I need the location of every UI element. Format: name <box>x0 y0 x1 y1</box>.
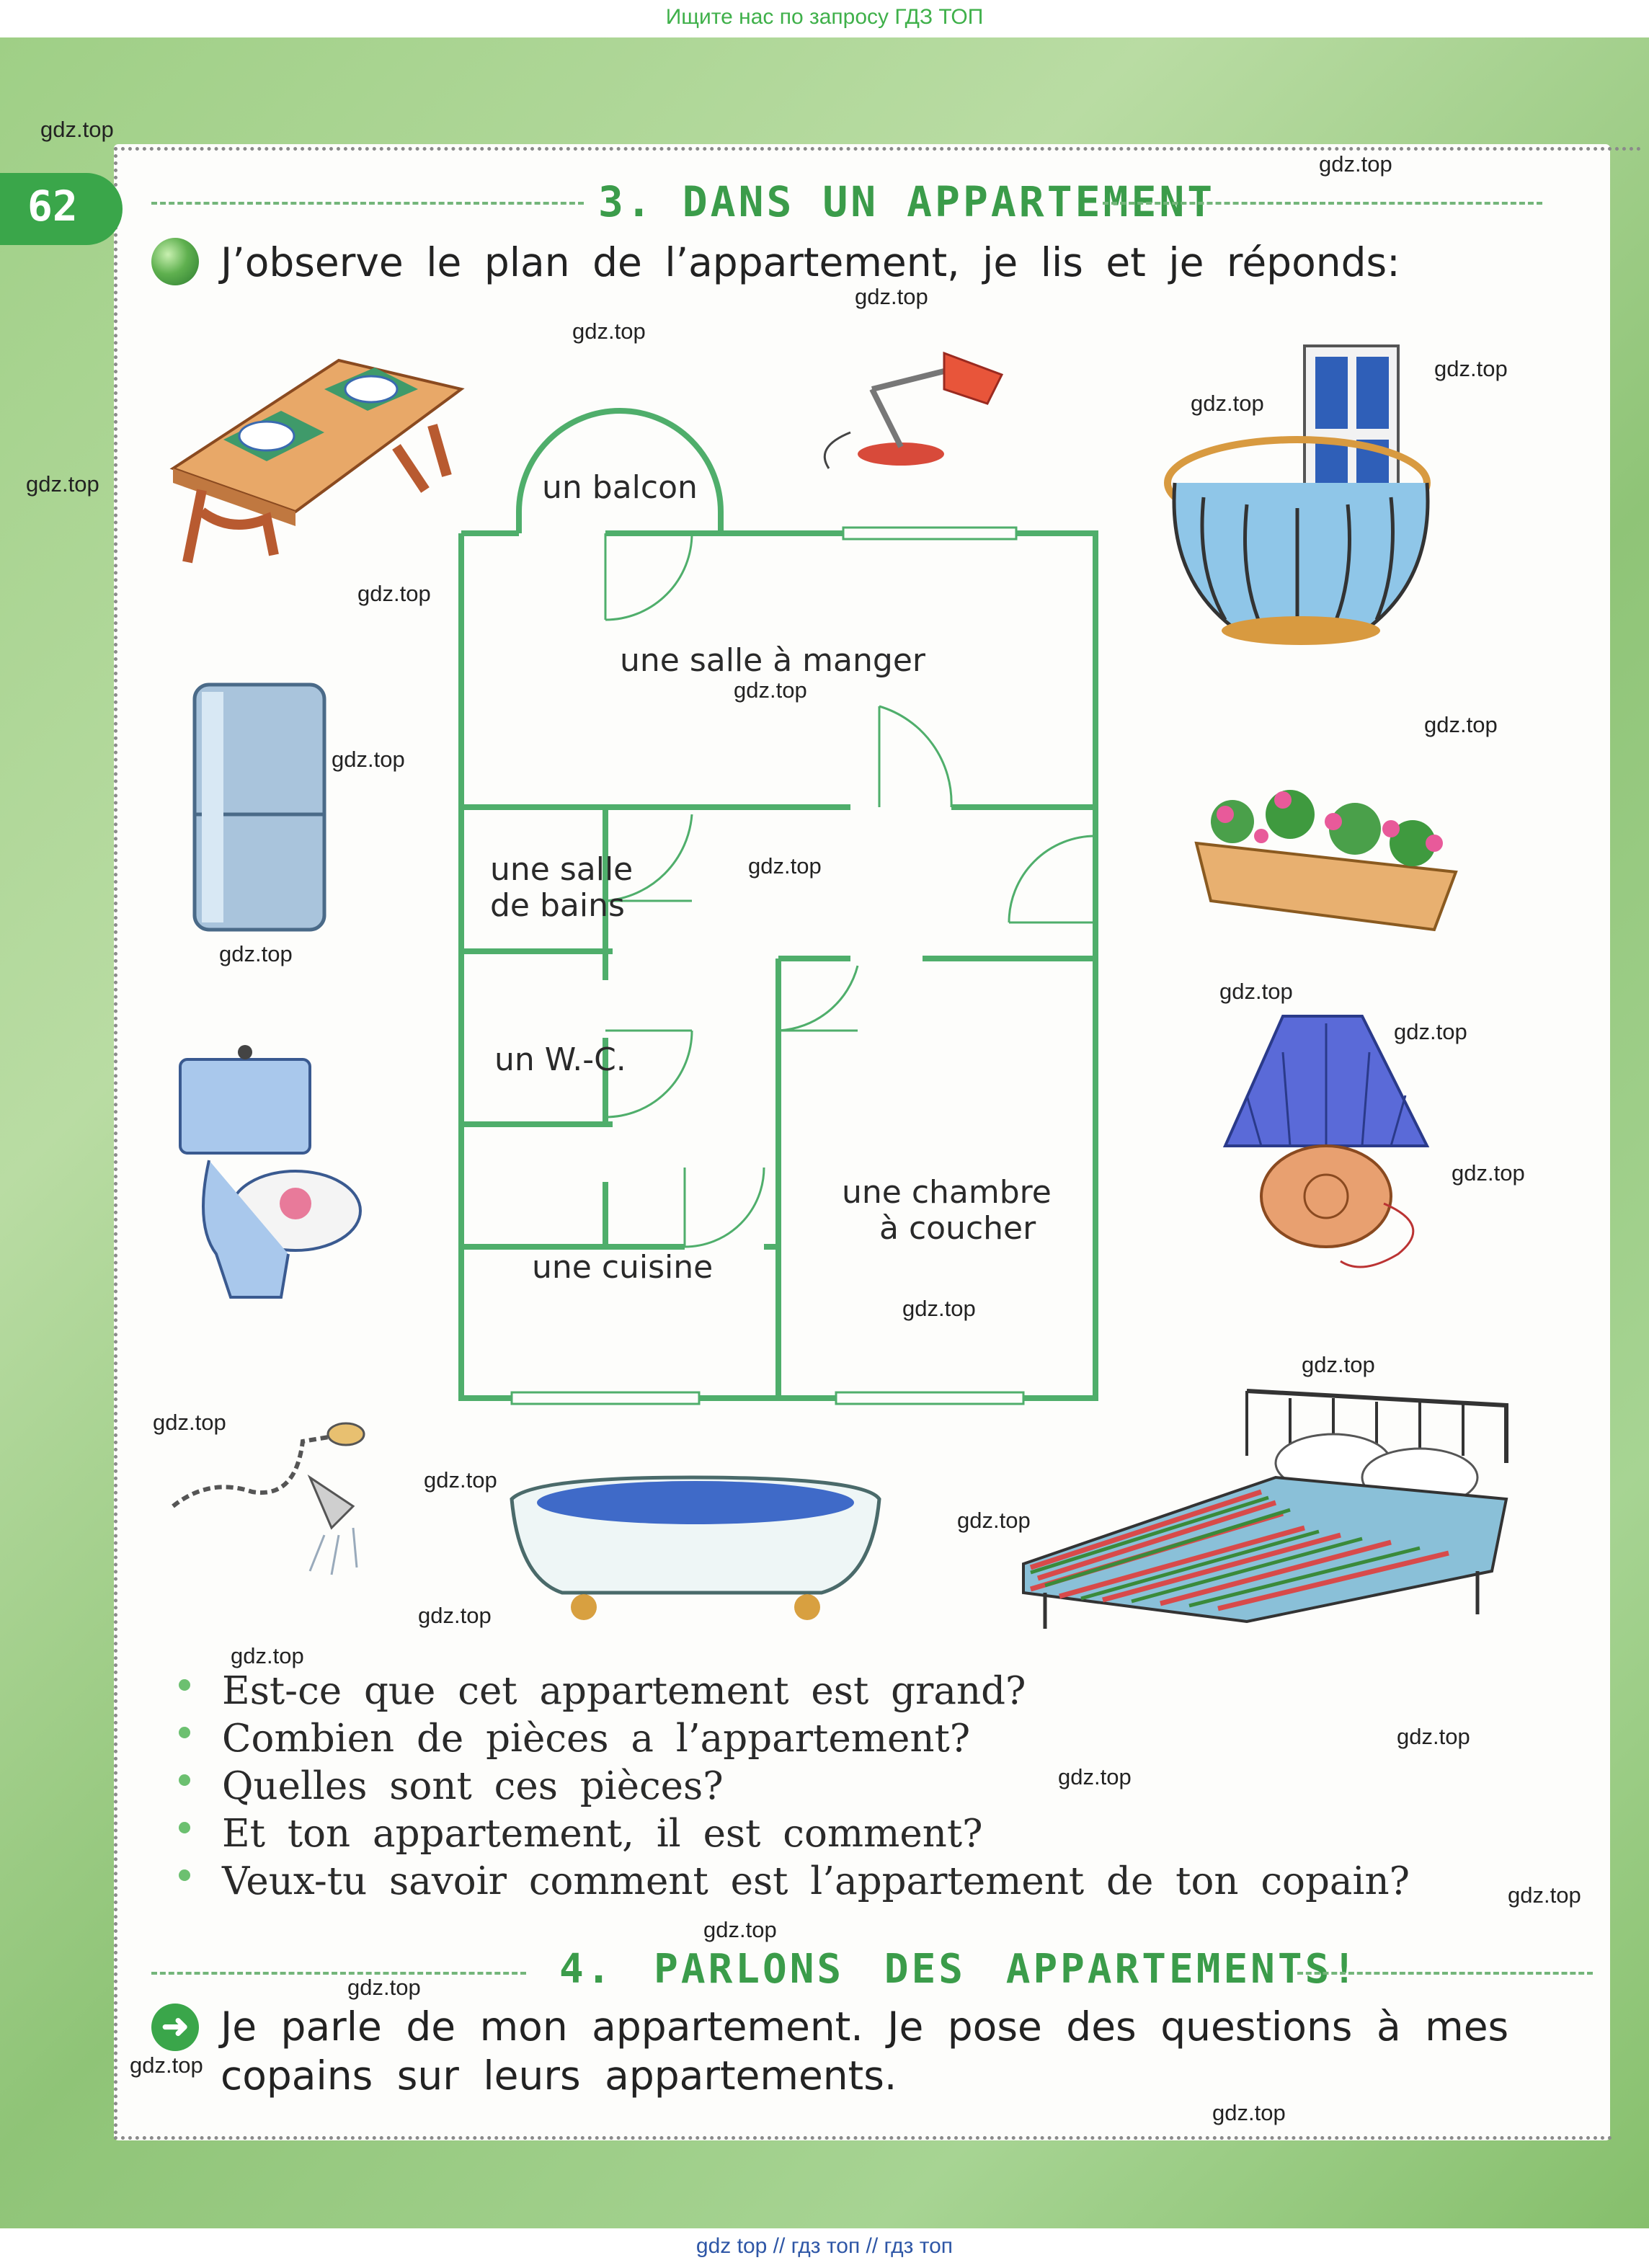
watermark: gdz.top <box>153 1410 226 1435</box>
toilet-illustration <box>179 1045 362 1299</box>
balcony-outline <box>516 408 724 533</box>
plan-label-bathroom-line1: une salle <box>490 851 634 888</box>
plan-label-bedroom-line2: à coucher <box>879 1210 1036 1247</box>
watermark: gdz.top <box>572 319 646 344</box>
green-ball-icon <box>151 238 199 285</box>
watermark: gdz.top <box>347 1975 421 2000</box>
watermark: gdz.top <box>231 1643 304 1668</box>
plan-label-wc: un W.-C. <box>494 1041 626 1078</box>
watermark: gdz.top <box>357 581 431 606</box>
watermark: gdz.top <box>1424 712 1498 737</box>
question-bullet <box>179 1774 190 1786</box>
question-bullet <box>179 1727 190 1738</box>
watermark: gdz.top <box>219 941 293 966</box>
watermark: gdz.top <box>748 853 822 879</box>
watermark: gdz.top <box>734 677 807 703</box>
french-balcony-illustration <box>1164 344 1431 645</box>
question-bullet <box>179 1679 190 1691</box>
bathtub-illustration <box>510 1475 881 1620</box>
watermark: gdz.top <box>424 1467 497 1493</box>
question-bullet <box>179 1822 190 1833</box>
dotted-border-left <box>114 147 117 2136</box>
plan-label-balcony: un balcon <box>542 469 698 506</box>
flower-box-illustration <box>1194 790 1458 932</box>
watermark: gdz.top <box>855 284 928 309</box>
question-3: Quelles sont ces pièces? <box>222 1764 724 1808</box>
page-number: 62 <box>27 182 78 231</box>
heading-rule-left <box>151 1972 526 1975</box>
question-4: Et ton appartement, il est comment? <box>222 1812 983 1856</box>
shower-head-illustration <box>172 1422 365 1575</box>
question-2: Combien de pièces a l’appartement? <box>222 1717 971 1761</box>
arrow-right-icon: ➜ <box>151 2004 199 2051</box>
watermark: gdz.top <box>130 2053 203 2078</box>
watermark: gdz.top <box>1434 356 1508 381</box>
bed-illustration <box>1022 1389 1508 1629</box>
watermark: gdz.top <box>1219 979 1293 1004</box>
section-4-text-line2: copains sur leurs appartements. <box>221 2053 897 2099</box>
page-number-tab <box>0 173 123 245</box>
watermark: gdz.top <box>902 1296 976 1321</box>
heading-rule-right <box>1297 1972 1593 1975</box>
desk-lamp-illustration <box>823 351 1004 469</box>
refrigerator-illustration <box>192 682 326 932</box>
watermark: gdz.top <box>1394 1019 1467 1044</box>
plan-label-kitchen: une cuisine <box>532 1249 714 1286</box>
dotted-border-bottom <box>114 2136 1613 2140</box>
bottom-source-banner[interactable]: gdz top // гдз топ // гдз топ <box>695 2234 954 2258</box>
watermark: gdz.top <box>332 747 405 772</box>
watermark: gdz.top <box>1212 2100 1286 2125</box>
watermark: gdz.top <box>957 1508 1031 1533</box>
dotted-border-top <box>114 147 1642 151</box>
table-lamp-illustration <box>1222 1015 1430 1268</box>
watermark: gdz.top <box>1397 1724 1470 1749</box>
dining-table-illustration <box>169 358 465 564</box>
watermark: gdz.top <box>418 1603 492 1628</box>
question-bullet <box>179 1869 190 1881</box>
watermark: gdz.top <box>40 117 114 142</box>
top-search-banner: Ищите нас по запросу ГДЗ ТОП <box>665 5 984 29</box>
watermark: gdz.top <box>1319 151 1392 177</box>
heading-rule-left <box>151 202 584 205</box>
watermark: gdz.top <box>1452 1160 1525 1186</box>
heading-rule-right <box>1103 202 1542 205</box>
plan-label-bedroom-line1: une chambre <box>842 1174 1052 1211</box>
watermark: gdz.top <box>1191 391 1264 416</box>
floor-plan <box>458 408 1098 1405</box>
watermark: gdz.top <box>1058 1764 1132 1789</box>
question-5: Veux-tu savoir comment est l’appartement… <box>222 1859 1410 1903</box>
watermark: gdz.top <box>1302 1352 1375 1377</box>
watermark: gdz.top <box>703 1917 777 1942</box>
plan-label-bathroom-line2: de bains <box>490 887 625 924</box>
plan-label-dining-room: une salle à manger <box>620 642 925 679</box>
watermark: gdz.top <box>1508 1882 1581 1908</box>
watermark: gdz.top <box>26 471 99 497</box>
section-3-instruction: J’observe le plan de l’appartement, je l… <box>221 239 1400 285</box>
question-1: Est-ce que cet appartement est grand? <box>222 1669 1026 1713</box>
section-4-title: 4. PARLONS DES APPARTEMENTS! <box>559 1946 1360 1993</box>
section-4-text-line1: Je parle de mon appartement. Je pose des… <box>221 2004 1509 2050</box>
